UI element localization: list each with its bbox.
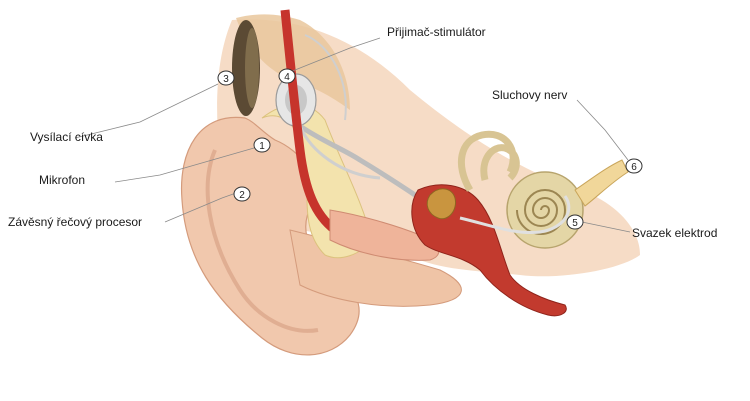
marker-5-text: 5 (572, 218, 578, 229)
marker-2-text: 2 (239, 190, 245, 201)
marker-4: 4 (279, 69, 295, 83)
marker-1: 1 (254, 138, 270, 152)
label-microphone: Mikrofon (39, 173, 85, 187)
label-speech-processor: Závěsný řečový procesor (8, 215, 142, 229)
marker-2: 2 (234, 187, 250, 201)
marker-4-text: 4 (284, 72, 290, 83)
cochlea (507, 172, 583, 248)
marker-6: 6 (626, 159, 642, 173)
marker-6-text: 6 (631, 162, 637, 173)
label-auditory-nerve: Sluchovy nerv (492, 88, 567, 102)
label-transmitting-coil: Vysílací cívka (30, 130, 103, 144)
marker-5: 5 (567, 215, 583, 229)
label-electrode-array: Svazek elektrod (632, 226, 717, 240)
auditory-nerve-shape (575, 160, 628, 206)
leader-line-nerve (577, 100, 628, 160)
marker-3: 3 (218, 71, 234, 85)
marker-1-text: 1 (259, 141, 265, 152)
ossicles (427, 189, 455, 219)
label-receiver-stimulator: Přijimač-stimulátor (387, 25, 486, 39)
marker-3-text: 3 (223, 74, 229, 85)
